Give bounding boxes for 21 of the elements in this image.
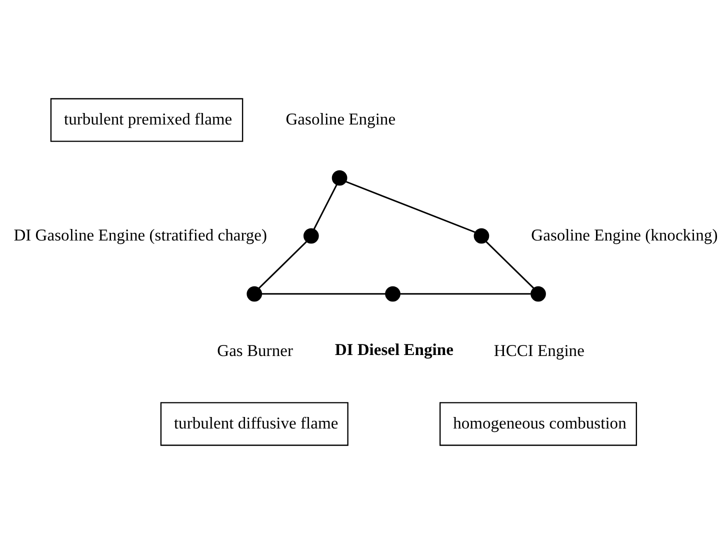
connector xyxy=(262,292,386,294)
node-label: DI Diesel Engine xyxy=(334,340,454,359)
node-label: Gasoline Engine xyxy=(286,108,396,128)
node-circle xyxy=(246,286,262,302)
node-box: homogeneous combustion xyxy=(439,402,637,446)
connector xyxy=(400,292,531,294)
connector xyxy=(346,180,476,233)
node-circle xyxy=(385,286,400,302)
node-box: turbulent diffusive flame xyxy=(160,402,348,446)
node-circle xyxy=(303,228,319,244)
connector xyxy=(313,184,338,230)
node-circle xyxy=(474,228,490,244)
node-label: DI Gasoline Engine (stratified charge) xyxy=(14,224,268,244)
node-box: turbulent premixed flame xyxy=(50,98,244,142)
connector xyxy=(485,240,534,288)
node-label: Gas Burner xyxy=(217,340,293,360)
node-label: Gasoline Engine (knocking) xyxy=(531,224,718,244)
node-circle xyxy=(332,170,348,186)
node-label: HCCI Engine xyxy=(494,340,584,360)
connector xyxy=(258,240,308,288)
node-circle xyxy=(530,286,546,302)
